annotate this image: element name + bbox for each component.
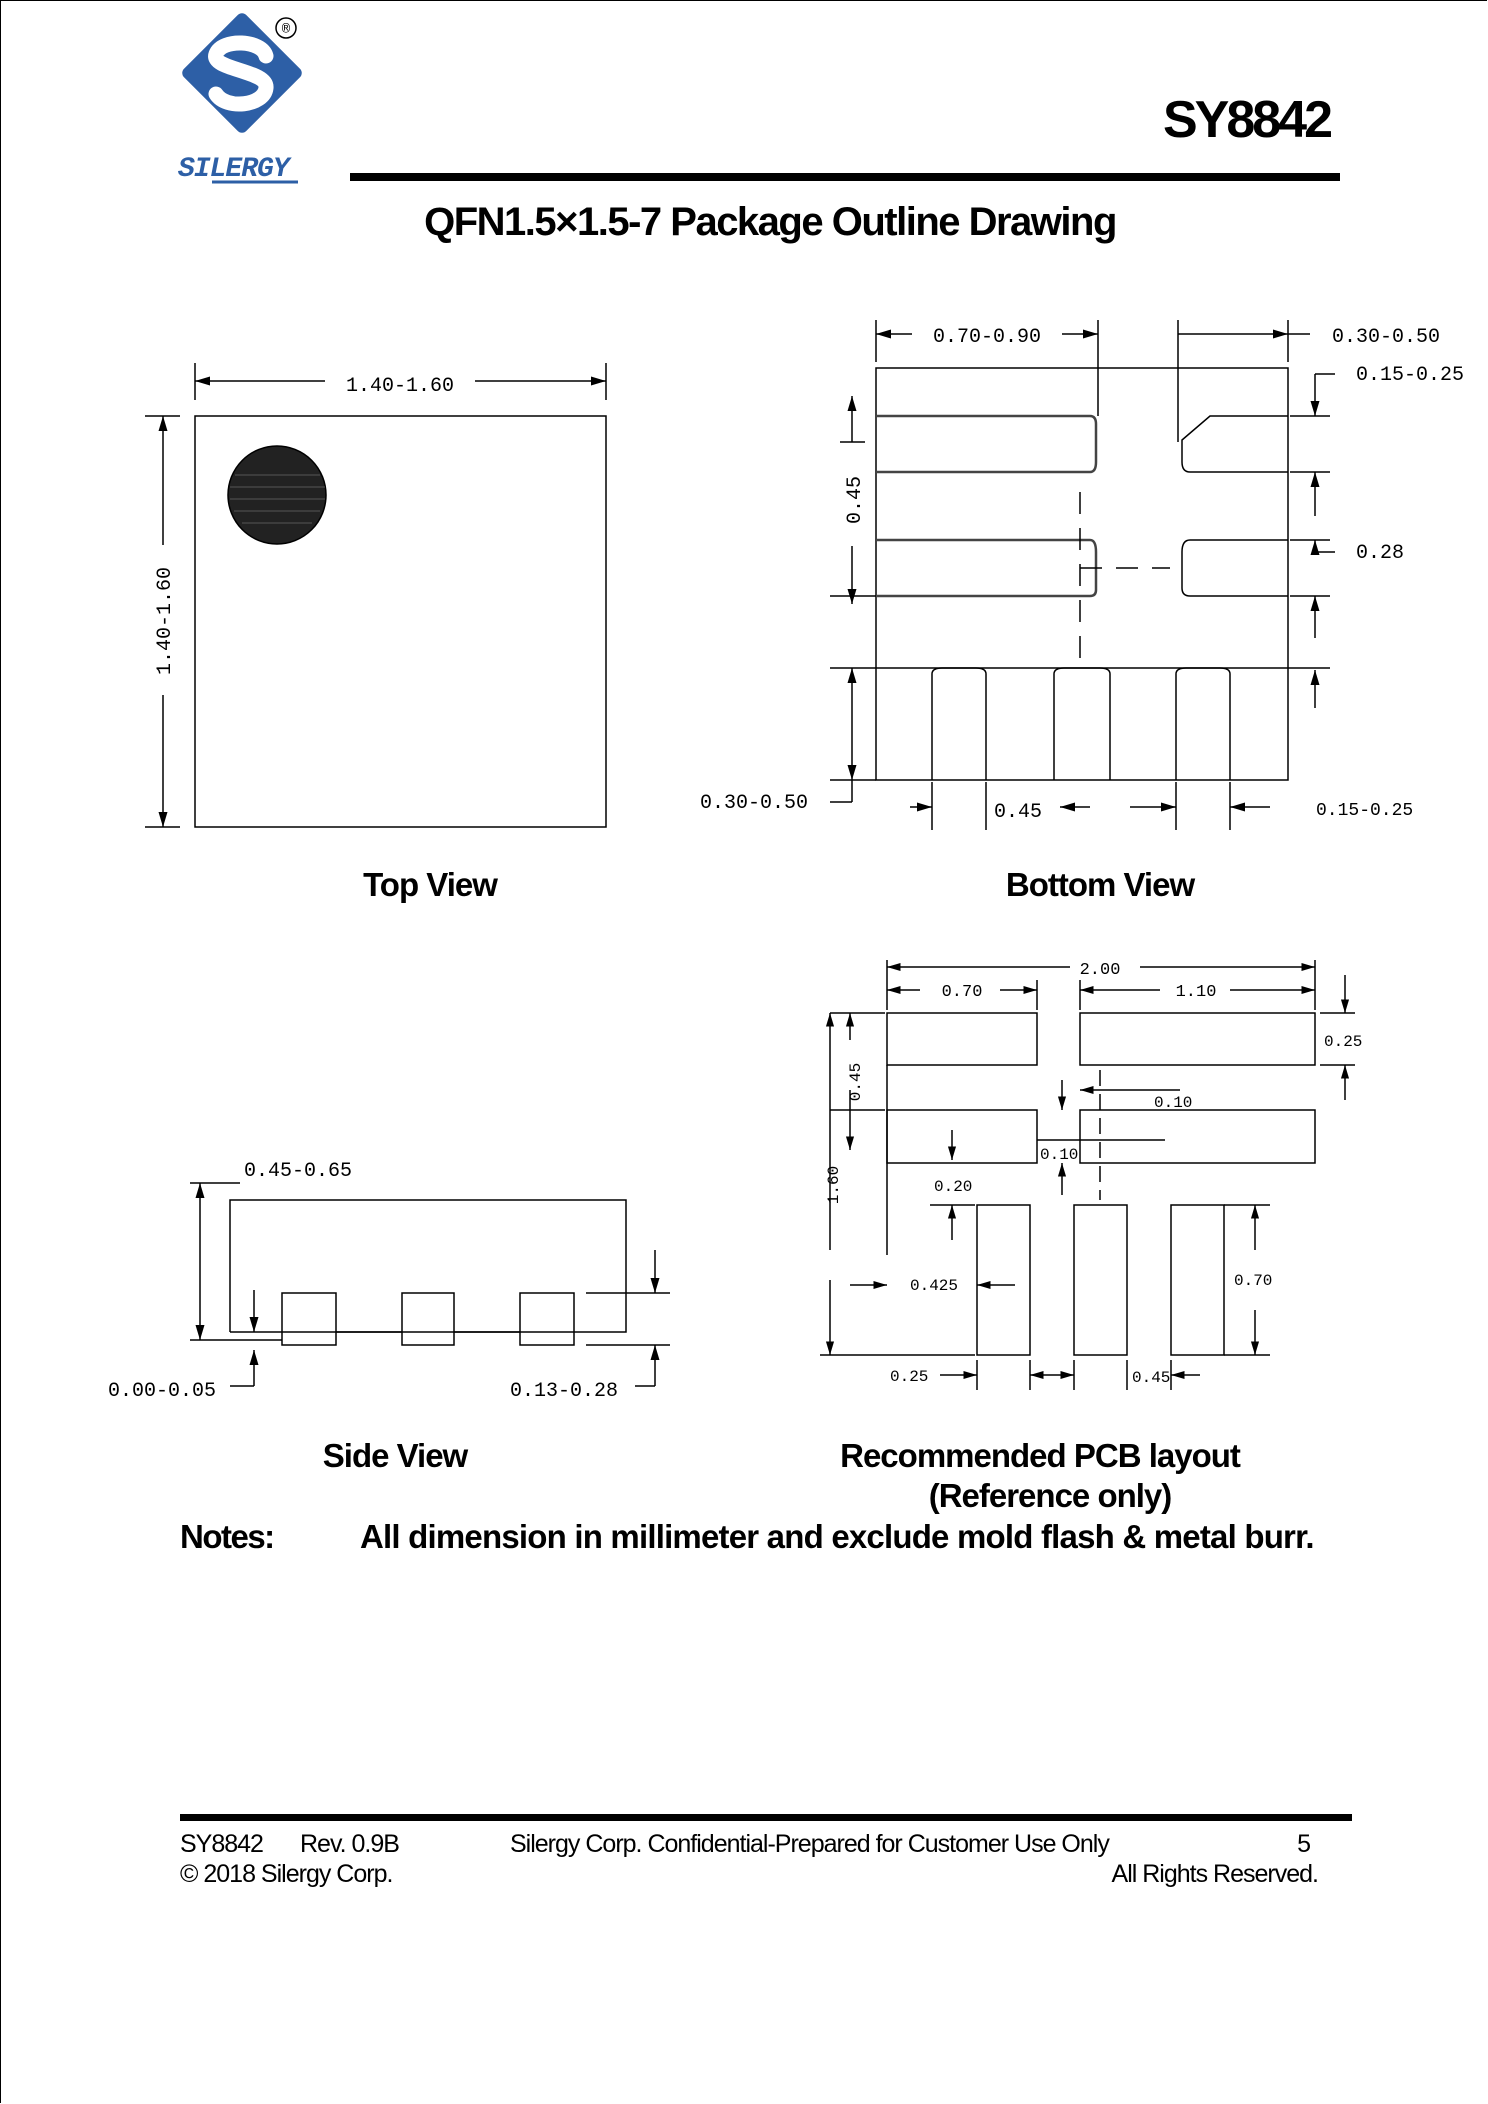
- top-dim-height: 1.40-1.60: [154, 567, 177, 675]
- side-lead: [281, 1292, 337, 1346]
- bottom-dim-bottom-pitch: 0.45: [994, 801, 1042, 824]
- pcb-dim-offset: 0.425: [910, 1277, 958, 1295]
- side-dim-height: 0.45-0.65: [244, 1160, 352, 1183]
- bottom-dim-bottom-left: 0.30-0.50: [700, 792, 808, 815]
- bottom-dim-top-right: 0.30-0.50: [1332, 326, 1440, 349]
- package-side: [229, 1199, 627, 1333]
- pcb-dim-pad-height: 0.25: [1324, 1033, 1362, 1051]
- top-dim-width: 1.40-1.60: [346, 375, 454, 398]
- pcb-dim-gap-right: 0.10: [1154, 1094, 1192, 1112]
- bottom-dim-bottom-right: 0.15-0.25: [1316, 801, 1413, 821]
- footer-copyright: © 2018 Silergy Corp.: [180, 1860, 393, 1888]
- bottom-dim-top-left: 0.70-0.90: [933, 326, 1041, 349]
- lead-pad: [876, 538, 1098, 598]
- side-view-drawing: 0.45-0.65 0.00-0.05 0.13-0.28: [108, 1160, 670, 1403]
- bottom-dim-right-middle: 0.28: [1356, 542, 1404, 565]
- pcb-caption-reference: (Reference only): [928, 1477, 1173, 1514]
- lead-pad: [1181, 415, 1288, 473]
- top-view-drawing: 1.40-1.60 1.40-1.60: [145, 363, 607, 828]
- pcb-dim-gap-below: 0.20: [934, 1178, 972, 1196]
- top-view-caption: Top View: [363, 866, 498, 903]
- footer-confidential: Silergy Corp. Confidential-Prepared for …: [510, 1830, 1110, 1858]
- footer-part-number: SY8842: [180, 1830, 264, 1858]
- pcb-pad: [976, 1204, 1031, 1356]
- lead-pad: [931, 667, 987, 780]
- lead-pad: [1175, 667, 1231, 780]
- pcb-pad: [886, 1012, 1038, 1066]
- footer-page-number: 5: [1297, 1830, 1311, 1858]
- side-lead: [519, 1292, 575, 1346]
- bottom-view-drawing: 0.70-0.90 0.30-0.50 0.15-0.25 0.28 0.45 …: [700, 320, 1464, 830]
- footer-rights: All Rights Reserved.: [1111, 1860, 1319, 1888]
- bottom-view-caption: Bottom View: [1005, 866, 1195, 903]
- header-rule: [350, 173, 1340, 181]
- pcb-pad: [1079, 1109, 1316, 1164]
- pcb-dim-bottom-pitch: 0.45: [1132, 1369, 1170, 1387]
- silergy-logo: ® SILERGY: [178, 13, 302, 185]
- pcb-dim-left-pad: 0.70: [942, 983, 983, 1002]
- side-view-caption: Side View: [322, 1437, 468, 1474]
- notes-text: All dimension in millimeter and exclude …: [360, 1518, 1315, 1555]
- pcb-pad: [1079, 1012, 1316, 1066]
- pcb-pad: [1073, 1204, 1128, 1356]
- pcb-pad: [886, 1109, 1038, 1164]
- pcb-pad: [1170, 1204, 1225, 1356]
- document-title: QFN1.5×1.5-7 Package Outline Drawing: [424, 200, 1117, 244]
- side-dim-lead: 0.13-0.28: [510, 1380, 618, 1403]
- lead-pad: [1053, 667, 1111, 780]
- side-lead: [401, 1292, 455, 1346]
- lead-pad: [876, 414, 1098, 474]
- bottom-dim-right-upper: 0.15-0.25: [1356, 364, 1464, 387]
- package-body: [194, 415, 607, 828]
- pcb-dim-gap-mid: 0.10: [1040, 1146, 1078, 1164]
- pcb-dim-bottom-pad-h: 0.70: [1234, 1272, 1272, 1290]
- pcb-dim-bottom-left: 0.25: [890, 1368, 928, 1386]
- pcb-dim-height: 1.60: [825, 1166, 843, 1204]
- logo-text: SILERGY: [178, 154, 292, 185]
- pcb-dim-pitch-v: 0.45: [847, 1063, 865, 1101]
- lead-pad: [1181, 539, 1288, 597]
- pcb-caption: Recommended PCB layout: [840, 1437, 1241, 1474]
- part-number: SY8842: [1162, 91, 1333, 149]
- pin1-marker: [227, 445, 327, 545]
- side-dim-standoff: 0.00-0.05: [108, 1380, 216, 1403]
- logo-diamond-icon: [182, 13, 302, 133]
- pcb-dim-total: 2.00: [1080, 961, 1121, 980]
- pcb-layout-drawing: 2.00 0.70 1.10 0.25 0.45 0.10 0.10 0.20 …: [820, 960, 1362, 1390]
- footer-revision: Rev. 0.9B: [300, 1830, 400, 1858]
- package-outline: [875, 367, 1289, 781]
- pcb-dim-right-pad: 1.10: [1176, 983, 1217, 1002]
- bottom-dim-left-pitch: 0.45: [844, 476, 867, 524]
- registered-mark: ®: [282, 22, 291, 38]
- footer-rule: [180, 1814, 1352, 1821]
- notes-label: Notes:: [180, 1518, 275, 1555]
